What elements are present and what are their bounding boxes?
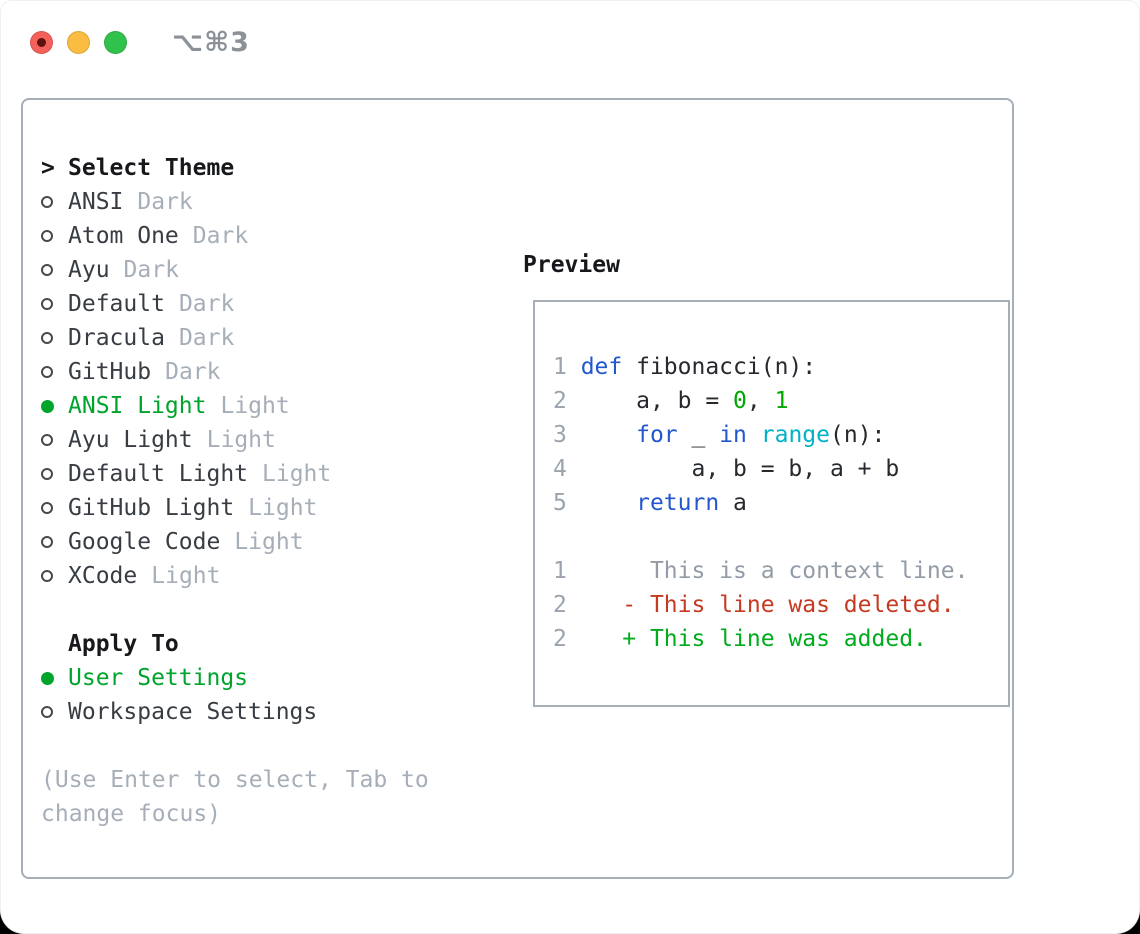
- help-text: (Use Enter to select, Tab to change focu…: [41, 763, 429, 831]
- code-line: 3 for _ in range(n):: [553, 422, 886, 448]
- radio-icon: [41, 230, 53, 242]
- theme-name: Google Code: [68, 529, 221, 555]
- radio-icon: [41, 671, 54, 685]
- close-dot-icon: [37, 38, 46, 47]
- theme-option[interactable]: Default Dark: [41, 287, 429, 321]
- theme-name: Dracula: [68, 325, 165, 351]
- theme-name: Default: [68, 291, 165, 317]
- theme-option[interactable]: ANSI Dark: [41, 185, 429, 219]
- theme-list-title: Select Theme: [68, 155, 235, 181]
- code-preview: 1 def fibonacci(n): 2 a, b = 0, 1 3 for _ …: [553, 350, 968, 656]
- theme-name: Ayu: [68, 257, 110, 283]
- code-line: 4 a, b = b, a + b: [553, 456, 900, 482]
- apply-option-label: User Settings: [68, 665, 249, 691]
- theme-variant-tag: Light: [234, 529, 304, 555]
- apply-option[interactable]: User Settings: [41, 661, 429, 695]
- theme-name: GitHub Light: [68, 495, 235, 521]
- radio-icon: [41, 570, 53, 582]
- spacer: [41, 593, 429, 627]
- radio-icon: [41, 264, 53, 276]
- theme-variant-tag: Light: [262, 461, 332, 487]
- theme-variant-tag: Dark: [137, 189, 193, 215]
- theme-variant-tag: Dark: [123, 257, 179, 283]
- apply-to-list: User Settings Workspace Settings: [41, 661, 429, 729]
- radio-icon: [41, 468, 53, 480]
- theme-option[interactable]: Ayu Light Light: [41, 423, 429, 457]
- theme-option[interactable]: GitHub Dark: [41, 355, 429, 389]
- theme-option[interactable]: Google Code Light: [41, 525, 429, 559]
- theme-name: ANSI Light: [68, 393, 207, 419]
- theme-name: GitHub: [68, 359, 152, 385]
- preview-title: Preview: [523, 252, 620, 278]
- theme-list-header: > Select Theme: [41, 151, 429, 185]
- theme-variant-tag: Dark: [192, 223, 249, 249]
- theme-option[interactable]: Dracula Dark: [41, 321, 429, 355]
- radio-icon: [41, 399, 54, 413]
- theme-variant-tag: Light: [206, 427, 276, 453]
- apply-to-title: Apply To: [68, 631, 179, 657]
- help-line: change focus): [41, 801, 222, 827]
- code-line: 1 def fibonacci(n):: [553, 354, 817, 380]
- radio-icon: [41, 366, 53, 378]
- code-line: 1 This is a context line.: [553, 558, 969, 584]
- theme-variant-tag: Dark: [165, 359, 221, 385]
- titlebar: ⌥⌘3: [30, 27, 250, 58]
- help-line: (Use Enter to select, Tab to: [41, 767, 429, 793]
- zoom-button[interactable]: [104, 31, 127, 54]
- preview-pane: 1 def fibonacci(n): 2 a, b = 0, 1 3 for _ …: [533, 300, 1010, 707]
- radio-icon: [41, 332, 53, 344]
- radio-icon: [41, 434, 53, 446]
- theme-option[interactable]: ANSI Light Light: [41, 389, 429, 423]
- theme-variant-tag: Light: [248, 495, 318, 521]
- theme-variant-tag: Dark: [178, 325, 235, 351]
- theme-name: Default Light: [68, 461, 249, 487]
- radio-icon: [41, 298, 53, 310]
- theme-name: Ayu Light: [68, 427, 193, 453]
- radio-icon: [41, 536, 53, 548]
- window-title: ⌥⌘3: [172, 27, 250, 58]
- code-line: 2 - This line was deleted.: [553, 592, 955, 618]
- theme-variant-tag: Light: [220, 393, 290, 419]
- theme-name: XCode: [68, 563, 138, 589]
- minimize-button[interactable]: [67, 31, 90, 54]
- radio-icon: [41, 502, 53, 514]
- close-button[interactable]: [30, 31, 53, 54]
- code-line: 2 a, b = 0, 1: [553, 388, 789, 414]
- code-line: 2 + This line was added.: [553, 626, 927, 652]
- code-line: 5 return a: [553, 490, 747, 516]
- theme-variant-tag: Dark: [178, 291, 235, 317]
- apply-option[interactable]: Workspace Settings: [41, 695, 429, 729]
- code-line: [553, 520, 968, 554]
- radio-icon: [41, 196, 53, 208]
- theme-option[interactable]: Atom One Dark: [41, 219, 429, 253]
- apply-option-label: Workspace Settings: [68, 699, 318, 725]
- spacer: [41, 729, 429, 763]
- theme-option[interactable]: Ayu Dark: [41, 253, 429, 287]
- theme-variant-tag: Light: [151, 563, 221, 589]
- apply-to-header: Apply To: [41, 627, 429, 661]
- radio-icon: [41, 706, 53, 718]
- cursor-marker: >: [41, 155, 55, 181]
- theme-name: ANSI: [68, 189, 124, 215]
- theme-option[interactable]: GitHub Light Light: [41, 491, 429, 525]
- theme-option[interactable]: XCode Light: [41, 559, 429, 593]
- theme-name: Atom One: [68, 223, 179, 249]
- theme-option[interactable]: Default Light Light: [41, 457, 429, 491]
